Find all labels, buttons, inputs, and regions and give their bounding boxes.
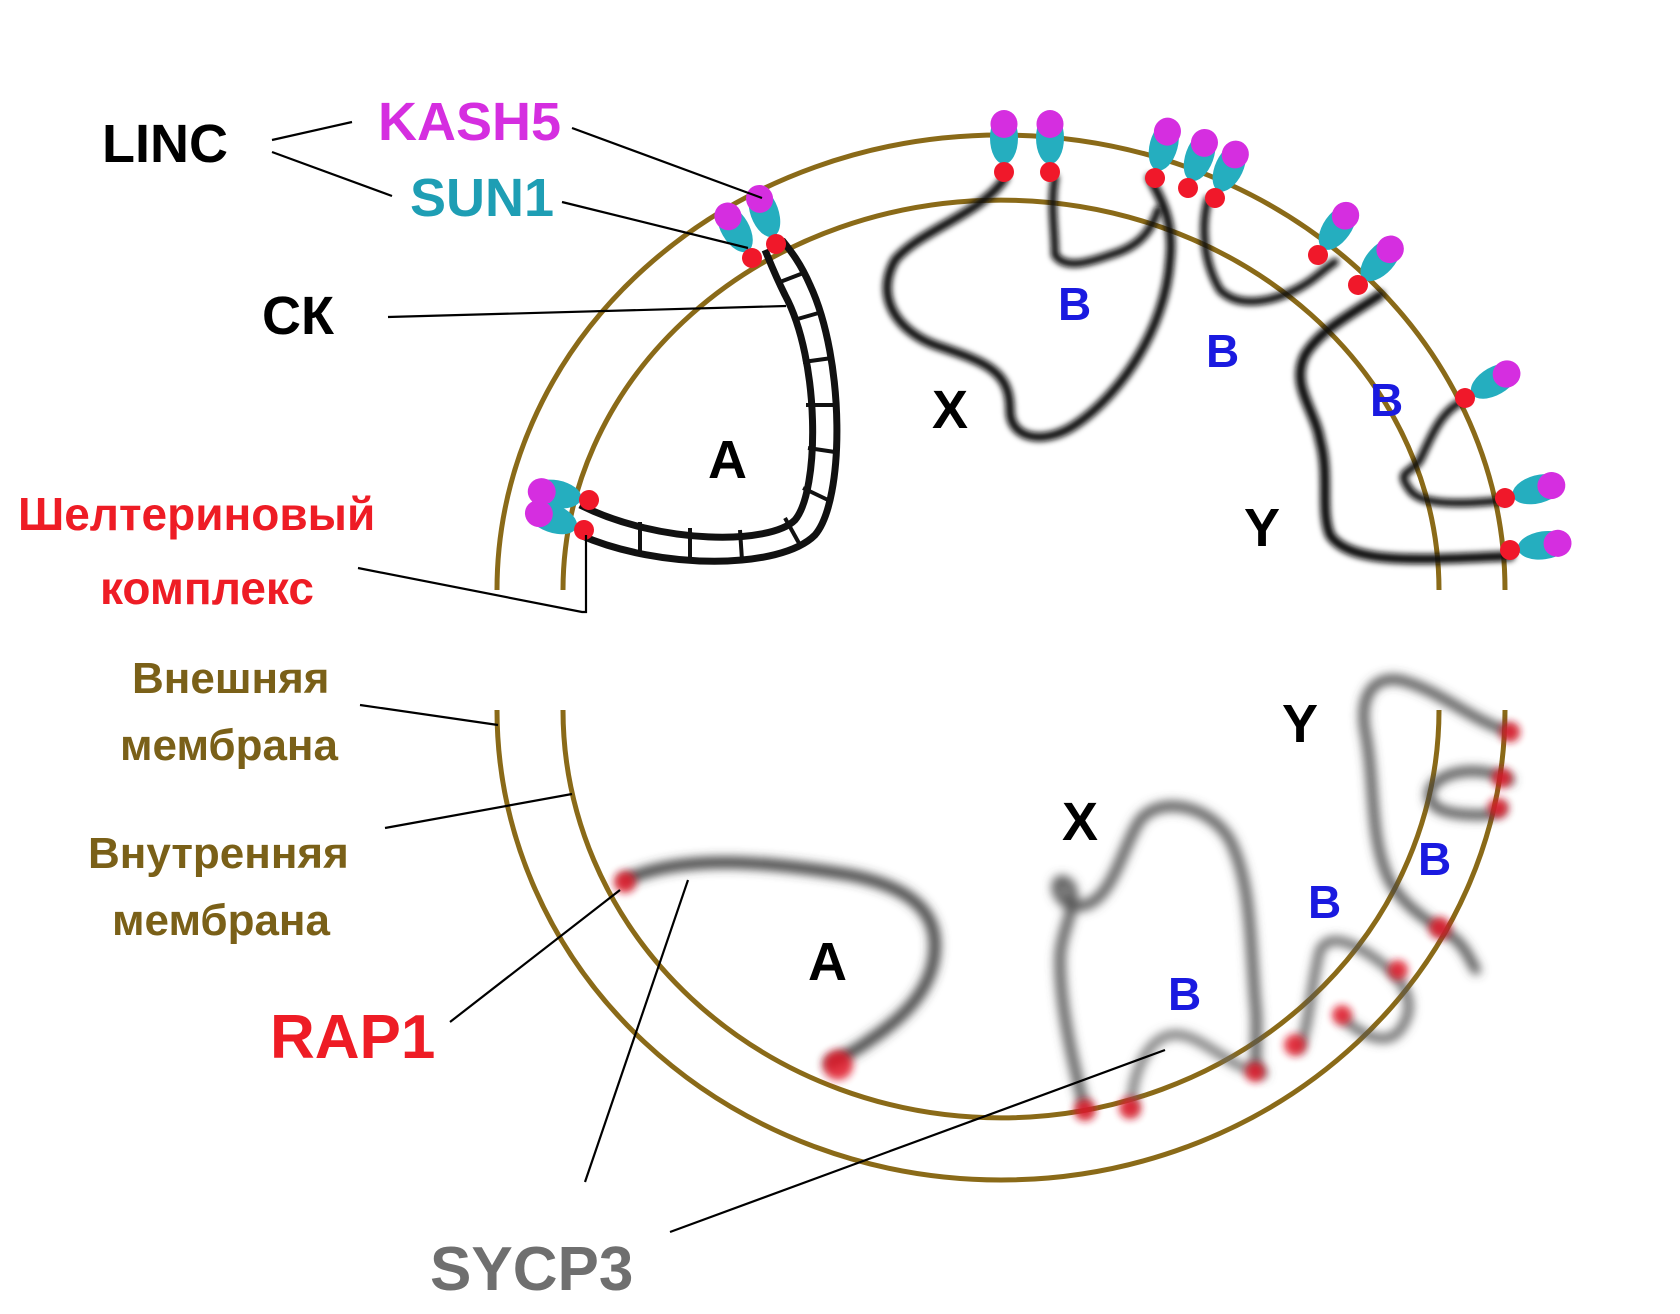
linc-complex	[1178, 128, 1218, 198]
outer-membrane-label-line1: Внешняя	[132, 654, 329, 703]
linc-complex	[1495, 472, 1566, 508]
top-letter-Y: Y	[1244, 498, 1280, 558]
shelterin-label-line1: Шелтериновый	[18, 488, 375, 540]
synaptonemal-rungs	[638, 270, 836, 561]
linc-complex	[1308, 201, 1360, 265]
kash5-cap	[1537, 472, 1566, 500]
chromosome-Y-stained	[1359, 674, 1515, 975]
shelterin-complex-dot	[1308, 245, 1328, 265]
top-letter-B2: B	[1206, 325, 1239, 377]
shelterin-complex-dot	[1178, 178, 1198, 198]
chromosome-B2-schematic	[1200, 196, 1339, 306]
linc-complex	[1455, 360, 1521, 408]
inner-membrane-label-line1: Внутренняя	[88, 829, 349, 878]
shelterin-complex-dot	[1348, 275, 1368, 295]
bottom-letter-Y: Y	[1282, 694, 1318, 754]
shelterin-complex-dot	[1040, 162, 1060, 182]
bottom-letter-B1: B	[1168, 968, 1201, 1020]
chromosome-Y-schematic	[1295, 290, 1515, 564]
rap1-label: RAP1	[270, 1003, 435, 1072]
linc-complex	[714, 202, 762, 268]
linc-complex	[1145, 117, 1181, 188]
shelterin-complex-dot	[1500, 540, 1520, 560]
kash5-cap	[1190, 128, 1218, 157]
shelterin-complex-dot	[579, 490, 599, 510]
kash5-label: KASH5	[378, 92, 561, 152]
top-letter-X: X	[932, 380, 968, 440]
bottom-letter-B2: B	[1308, 876, 1341, 928]
shelterin-complex-dot	[1495, 488, 1515, 508]
chromosome-A-schematic	[578, 237, 841, 565]
kash5-cap	[746, 184, 774, 213]
chromosome-A-stained	[619, 857, 941, 1069]
linc-complex	[524, 500, 594, 540]
linc-complex	[990, 110, 1018, 182]
inner-membrane-label-line2: мембрана	[112, 896, 331, 945]
kash5-cap	[527, 478, 556, 506]
kash5-cap	[714, 202, 742, 231]
shelterin-complex-dot	[1205, 188, 1225, 208]
linc-complex	[1036, 110, 1064, 182]
leader-lines	[271, 120, 1166, 1234]
linc-complex	[1205, 140, 1249, 208]
linc-complex	[1348, 235, 1404, 295]
top-letter-B3: B	[1370, 374, 1403, 426]
chromosome-letters: A X Y B B B A X Y B B B	[708, 278, 1451, 1020]
linc-complexes	[524, 110, 1572, 560]
chromosome-X-stained	[1051, 801, 1267, 1115]
microscopy-chromosomes	[619, 674, 1515, 1115]
kash5-cap	[1376, 235, 1404, 264]
shelterin-complex-dot	[574, 520, 594, 540]
inner-membrane-top	[560, 197, 1442, 591]
shelterin-complex-dot	[994, 162, 1014, 182]
linc-label: LINC	[102, 114, 228, 174]
bottom-letter-X: X	[1062, 792, 1098, 852]
kash5-cap	[1221, 140, 1249, 169]
shelterin-complex-dot	[1145, 168, 1165, 188]
shelterin-complex-dot	[742, 248, 762, 268]
kash5-cap	[1331, 201, 1360, 230]
outer-membrane-label-line2: мембрана	[120, 721, 339, 770]
kash5-cap	[1543, 529, 1572, 557]
top-letter-A: A	[708, 430, 747, 490]
bottom-letter-A: A	[808, 932, 847, 992]
sk-label: СК	[262, 286, 335, 346]
shelterin-label-line2: комплекс	[100, 562, 314, 614]
shelterin-complex-dot	[1455, 388, 1475, 408]
kash5-cap	[1492, 360, 1521, 388]
kash5-cap	[1153, 117, 1181, 146]
inner-membrane-bottom	[560, 709, 1442, 1121]
linc-complex	[746, 184, 786, 254]
chromosome-B-small-stained	[1127, 1030, 1254, 1114]
chromosome-B1-schematic	[1048, 174, 1162, 268]
bottom-letter-B3: B	[1418, 833, 1451, 885]
sun1-label: SUN1	[410, 168, 554, 228]
kash5-cap	[524, 500, 553, 528]
annotation-labels: LINC KASH5 SUN1 СК Шелтериновый комплекс…	[18, 92, 633, 1304]
rap1-foci	[614, 722, 1520, 1121]
kash5-cap	[990, 110, 1018, 138]
linc-complex	[1500, 529, 1572, 560]
sycp3-label: SYCP3	[430, 1235, 633, 1304]
top-letter-B1: B	[1058, 278, 1091, 330]
chromosome-B-mid-stained	[1296, 936, 1413, 1052]
shelterin-complex-dot	[766, 234, 786, 254]
chromosome-X-schematic	[882, 173, 1176, 442]
chromosome-B3-schematic	[1399, 396, 1509, 507]
kash5-cap	[1036, 110, 1064, 138]
